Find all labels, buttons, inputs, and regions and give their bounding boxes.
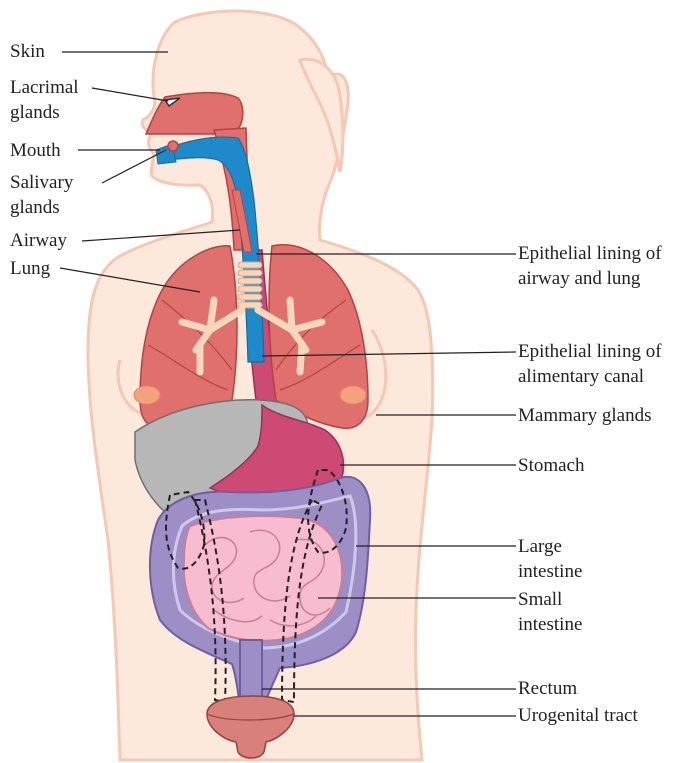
label-stomach: Stomach [518,453,585,478]
label-rectum: Rectum [518,676,577,701]
label-mouth: Mouth [10,138,61,163]
salivary-gland [168,141,178,151]
label-lung: Lung [10,256,50,281]
label-skin: Skin [10,39,45,64]
label-epithelial-alimentary: Epithelial lining of alimentary canal [518,339,662,389]
label-salivary-glands: Salivary glands [10,170,73,220]
label-large-intestine: Large intestine [518,534,582,584]
small-intestine [184,516,342,641]
label-epithelial-airway: Epithelial lining of airway and lung [518,241,662,291]
label-mammary-glands: Mammary glands [518,403,652,428]
label-urogenital-tract: Urogenital tract [518,703,638,728]
mammary-gland-left [134,386,160,404]
label-airway: Airway [10,228,67,253]
label-small-intestine: Small intestine [518,587,582,637]
mammary-gland-right [340,386,366,404]
label-lacrimal-glands: Lacrimal glands [10,75,79,125]
